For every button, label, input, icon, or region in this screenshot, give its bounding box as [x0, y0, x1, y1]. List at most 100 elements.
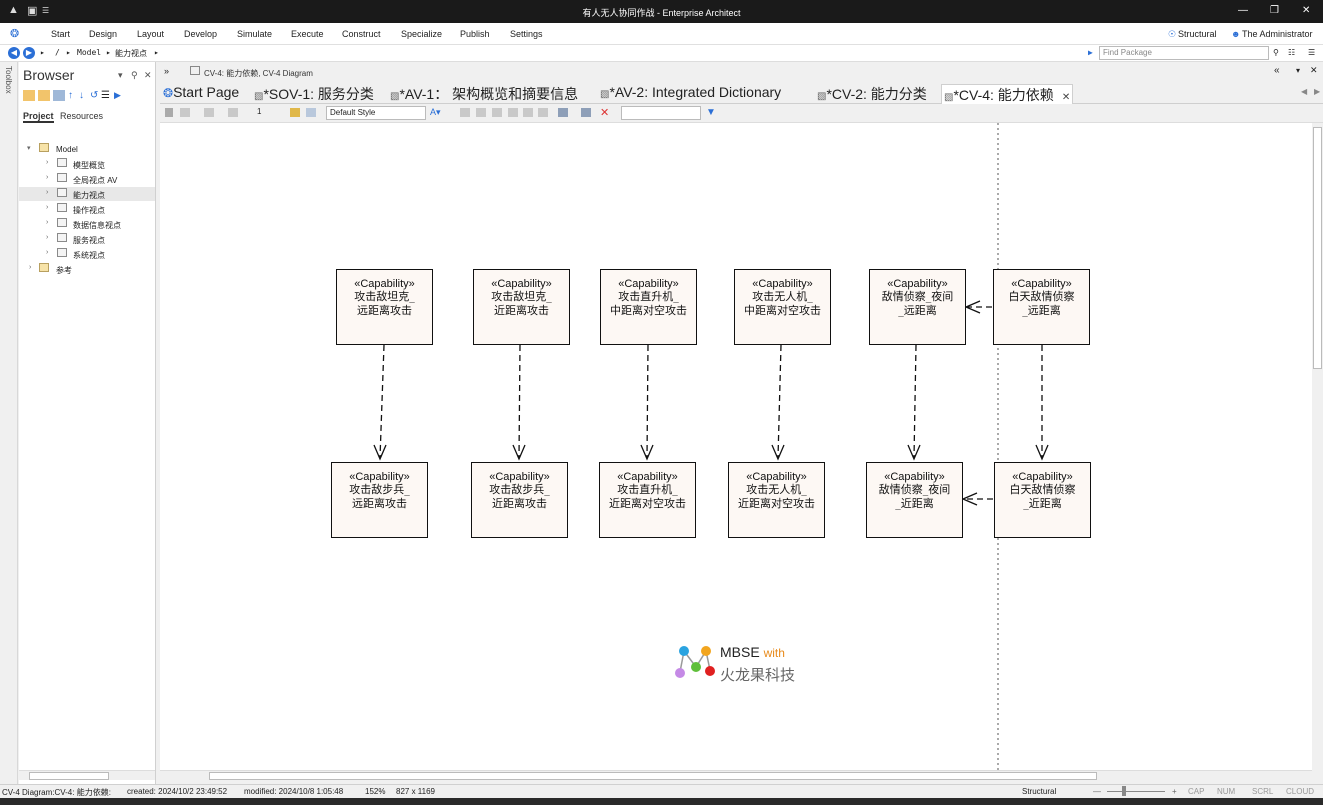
capability-element[interactable]: «Capability» 敌情侦察_夜间 _近距离: [866, 462, 963, 538]
breadcrumb-arrow-icon[interactable]: ▸: [40, 48, 45, 57]
forward-icon[interactable]: ▶: [23, 47, 35, 59]
format-painter-icon[interactable]: [290, 108, 300, 117]
tab-start-page[interactable]: ❂Start Page: [163, 84, 240, 100]
tab-av-2[interactable]: ▧*AV-2: Integrated Dictionary: [600, 84, 782, 100]
capability-element[interactable]: «Capability» 攻击敌步兵_ 远距离攻击: [331, 462, 428, 538]
menu-design[interactable]: Design: [89, 29, 118, 39]
tab-project[interactable]: Project: [23, 111, 54, 123]
quick-access-menu-icon[interactable]: ☰: [42, 6, 50, 15]
tab-resources[interactable]: Resources: [60, 111, 104, 121]
diagram-canvas[interactable]: «Capability» 攻击敌坦克_ 远距离攻击 «Capability» 攻…: [160, 123, 1312, 770]
expand-right-icon[interactable]: ▶: [114, 90, 121, 101]
tab-prev-icon[interactable]: ◀: [1301, 87, 1308, 96]
tab-av-1[interactable]: ▧*AV-1： 架构概览和摘要信息: [390, 86, 579, 102]
dependency-connector[interactable]: [913, 344, 917, 459]
move-down-icon[interactable]: ↓: [79, 90, 84, 102]
capability-element[interactable]: «Capability» 攻击敌坦克_ 远距离攻击: [336, 269, 433, 345]
close-button[interactable]: ✕: [1302, 5, 1311, 16]
maximize-button[interactable]: ❐: [1270, 5, 1279, 16]
zoom-in-icon[interactable]: +: [1172, 787, 1177, 796]
tree-item-package[interactable]: › 模型概览: [46, 158, 105, 170]
close-all-icon[interactable]: ✕: [1310, 65, 1318, 75]
move-up-icon[interactable]: ↑: [68, 90, 73, 102]
delete-icon[interactable]: ✕: [600, 107, 610, 119]
panel-close-icon[interactable]: ✕: [144, 70, 152, 80]
double-chevron-icon[interactable]: »: [164, 66, 170, 76]
capability-element[interactable]: «Capability» 攻击敌步兵_ 近距离攻击: [471, 462, 568, 538]
hamburger-menu-icon[interactable]: ☰: [1308, 48, 1316, 57]
tree-item-package[interactable]: › 服务视点: [46, 233, 105, 245]
tree-item-package[interactable]: › 数据信息视点: [46, 218, 121, 230]
apply-style-icon[interactable]: [306, 108, 316, 117]
zoom-slider[interactable]: [1107, 791, 1165, 792]
zoom-slider-thumb[interactable]: [1122, 786, 1126, 796]
expand-icon[interactable]: ›: [46, 189, 49, 196]
capability-element[interactable]: «Capability» 攻击直升机_ 近距离对空攻击: [599, 462, 696, 538]
same-height-icon[interactable]: [538, 108, 548, 117]
canvas-horizontal-scrollbar[interactable]: [160, 770, 1312, 780]
tab-list-icon[interactable]: ▾: [1296, 66, 1301, 75]
tree-item-package-selected[interactable]: › 能力视点: [19, 187, 155, 201]
new-package-icon[interactable]: [38, 90, 50, 102]
breadcrumb-view[interactable]: 能力视点: [115, 49, 147, 58]
capability-element[interactable]: «Capability» 白天敌情侦察 _近距离: [994, 462, 1091, 538]
tab-cv-2[interactable]: ▧*CV-2: 能力分类: [817, 86, 927, 102]
menu-develop[interactable]: Develop: [184, 29, 218, 39]
user-menu[interactable]: The Administrator: [1242, 29, 1313, 39]
expand-icon[interactable]: ›: [46, 219, 49, 226]
pin-icon[interactable]: ⚲: [131, 70, 138, 80]
scroll-thumb[interactable]: [209, 772, 1097, 780]
find-package-input[interactable]: Find Package: [1099, 46, 1269, 60]
save-icon[interactable]: ▣: [27, 5, 38, 17]
tab-scroll-left-icon[interactable]: «: [1274, 65, 1280, 76]
menu-start[interactable]: Start: [51, 29, 71, 39]
expand-icon[interactable]: ›: [46, 249, 49, 256]
menu-execute[interactable]: Execute: [291, 29, 324, 39]
breadcrumb-arrow-icon[interactable]: ▸: [106, 48, 111, 57]
browser-horizontal-scrollbar[interactable]: [19, 770, 155, 780]
capability-element[interactable]: «Capability» 攻击无人机_ 近距离对空攻击: [728, 462, 825, 538]
breadcrumb-arrow-icon[interactable]: ▸: [66, 48, 71, 57]
capability-element[interactable]: «Capability» 攻击直升机_ 中距离对空攻击: [600, 269, 697, 345]
toolbox-strip[interactable]: Toolbox: [0, 62, 18, 784]
tree-item-model[interactable]: ▾ Model: [27, 143, 78, 154]
dependency-connector[interactable]: [379, 344, 385, 459]
expand-icon[interactable]: ›: [46, 204, 49, 211]
tree-item-package[interactable]: › 操作视点: [46, 203, 105, 215]
toolbox-label[interactable]: Toolbox: [4, 66, 13, 94]
fill-color-icon[interactable]: [204, 108, 214, 117]
link-icon[interactable]: ↺: [90, 90, 99, 102]
breadcrumb-arrow-icon[interactable]: ▸: [154, 48, 159, 57]
dependency-connector[interactable]: [777, 344, 782, 459]
tree-item-package[interactable]: › 全局视点 AV: [46, 173, 118, 185]
expand-icon[interactable]: ›: [46, 159, 49, 166]
zoom-out-icon[interactable]: —: [1093, 787, 1101, 796]
capability-element[interactable]: «Capability» 攻击敌坦克_ 近距离攻击: [473, 269, 570, 345]
tab-close-icon[interactable]: ✕: [1061, 92, 1071, 103]
capability-element[interactable]: «Capability» 白天敌情侦察 _远距离: [993, 269, 1090, 345]
filter-icon[interactable]: ▼: [706, 107, 716, 118]
tree-item-package[interactable]: › 系统视点: [46, 248, 105, 260]
text-style-icon[interactable]: A▾: [430, 107, 441, 117]
expand-icon[interactable]: ›: [29, 264, 32, 271]
line-width-value[interactable]: 1: [257, 107, 262, 116]
menu-specialize[interactable]: Specialize: [401, 29, 443, 39]
new-diagram-icon[interactable]: [53, 90, 65, 102]
capability-element[interactable]: «Capability» 敌情侦察_夜间 _远距离: [869, 269, 966, 345]
expand-icon[interactable]: ›: [46, 174, 49, 181]
align-center-icon[interactable]: [476, 108, 486, 117]
menu-publish[interactable]: Publish: [460, 29, 490, 39]
tab-cv-4[interactable]: ▧*CV-4: 能力依赖✕: [941, 84, 1074, 104]
capability-element[interactable]: «Capability» 攻击无人机_ 中距离对空攻击: [734, 269, 831, 345]
list-view-icon[interactable]: ☷: [1288, 48, 1296, 57]
scroll-thumb[interactable]: [29, 772, 109, 780]
tab-next-icon[interactable]: ▶: [1314, 87, 1321, 96]
breadcrumb-root[interactable]: /: [55, 48, 60, 57]
dependency-connector[interactable]: [518, 344, 521, 459]
menu-simulate[interactable]: Simulate: [237, 29, 273, 39]
align-bottom-icon[interactable]: [508, 108, 518, 117]
z-order-icon[interactable]: [581, 108, 591, 117]
menu-lines-icon[interactable]: ☰: [101, 90, 110, 102]
style-select[interactable]: Default Style: [326, 106, 426, 120]
menu-layout[interactable]: Layout: [137, 29, 165, 39]
